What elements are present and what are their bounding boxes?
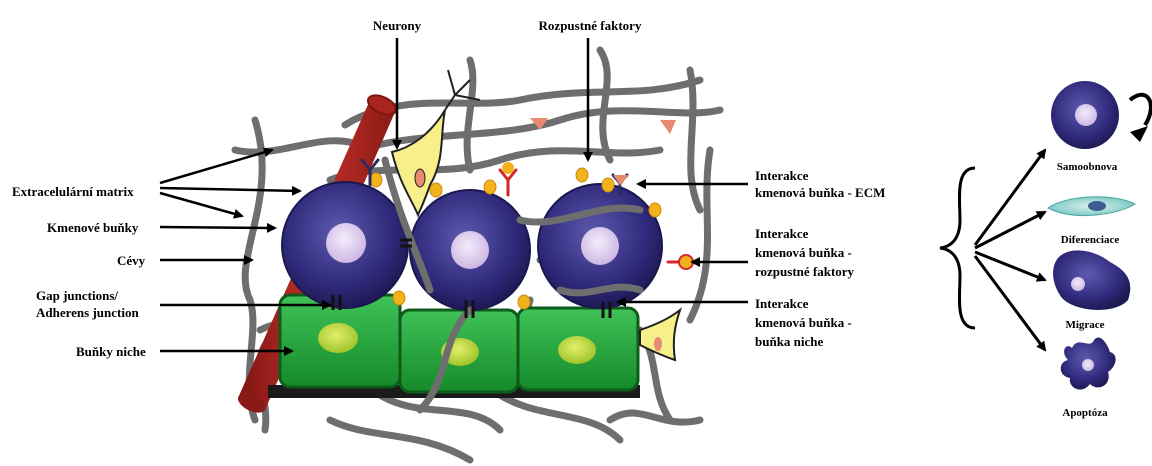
fates-panel xyxy=(940,81,1151,390)
label-int-sf-1: Interakce xyxy=(755,226,809,241)
label-vessels: Cévy xyxy=(117,253,146,268)
niche-cells xyxy=(268,295,640,398)
label-niche-cells: Buňky niche xyxy=(76,344,146,359)
label-int-niche-3: buňka niche xyxy=(755,334,824,349)
label-int-sf-2: kmenová buňka - xyxy=(755,245,852,260)
migration-cell xyxy=(1053,250,1130,310)
label-neurons: Neurony xyxy=(373,18,422,33)
label-int-niche-2: kmenová buňka - xyxy=(755,315,852,330)
label-self-renewal: Samoobnova xyxy=(1057,161,1118,173)
label-soluble-factors: Rozpustné faktory xyxy=(539,18,642,33)
self-renewal-loop-arrow xyxy=(1130,95,1151,125)
label-int-sf-3: rozpustné faktory xyxy=(755,264,855,279)
label-ecm: Extracelulární matrix xyxy=(12,184,134,199)
label-int-ecm-1: Interakce xyxy=(755,168,809,183)
label-differentiation: Diferenciace xyxy=(1061,234,1120,246)
label-gap-junctions-1: Gap junctions/ xyxy=(36,288,118,303)
label-gap-junctions-2: Adherens junction xyxy=(36,305,139,320)
label-int-niche-1: Interakce xyxy=(755,296,809,311)
brace xyxy=(940,168,975,328)
stem-nucleus-2 xyxy=(451,231,489,269)
stem-nucleus-3 xyxy=(581,227,619,265)
label-stem-cells: Kmenové buňky xyxy=(47,220,139,235)
label-apoptosis: Apoptóza xyxy=(1062,407,1108,419)
label-int-ecm-2: kmenová buňka - ECM xyxy=(755,185,885,200)
stem-nucleus-1 xyxy=(326,223,366,263)
label-migration: Migrace xyxy=(1065,319,1104,331)
niche-nucleus-1 xyxy=(318,323,358,353)
niche-nucleus-3 xyxy=(558,336,596,364)
